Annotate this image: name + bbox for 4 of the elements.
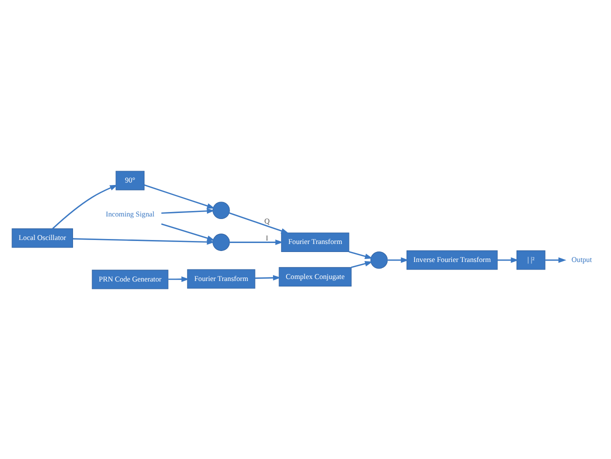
node-text: Incoming Signal — [106, 208, 154, 218]
edge-label: I — [266, 232, 268, 242]
node-text: Output — [572, 254, 592, 264]
edge-label: Q — [264, 216, 270, 226]
